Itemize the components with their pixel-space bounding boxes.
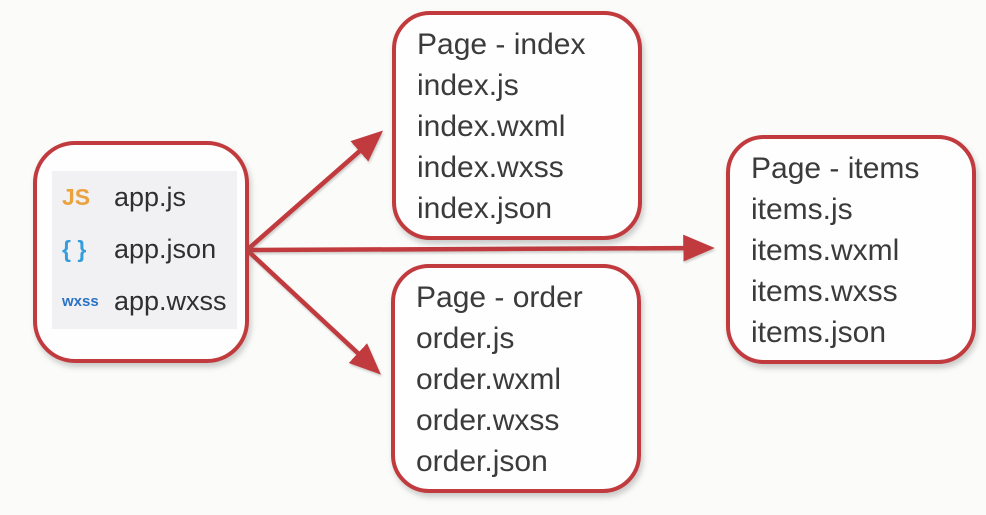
- file-name: app.js: [114, 181, 187, 212]
- page-title: Page - index: [417, 28, 586, 61]
- file-name: order.js: [416, 322, 515, 355]
- page-title: Page - order: [416, 281, 583, 314]
- page-box-index: Page - index index.js index.wxml index.w…: [392, 11, 642, 240]
- file-name: items.wxss: [751, 275, 898, 308]
- file-name: index.json: [417, 192, 553, 225]
- js-file-icon: JS: [62, 183, 91, 210]
- page-box-items: Page - items items.js items.wxml items.w…: [726, 135, 976, 364]
- file-name: app.wxss: [114, 285, 227, 316]
- file-name: items.js: [751, 193, 853, 226]
- file-row-app-js: JS app.js: [62, 171, 232, 223]
- page-box-order: Page - order order.js order.wxml order.w…: [391, 264, 641, 493]
- json-file-icon: { }: [62, 235, 87, 262]
- arrow-app-to-index: [245, 130, 384, 252]
- file-name: order.wxss: [416, 404, 560, 437]
- file-row-app-wxss: wxss app.wxss: [62, 275, 232, 327]
- app-files-box: JS app.js { } app.json wxss app.wxss: [33, 141, 249, 363]
- file-name: items.json: [751, 316, 887, 349]
- file-list-panel: JS app.js { } app.json wxss app.wxss: [52, 171, 237, 329]
- file-name: items.wxml: [751, 234, 900, 267]
- arrow-app-to-order: [245, 248, 381, 375]
- file-name: index.wxss: [417, 151, 564, 184]
- file-row-app-json: { } app.json: [62, 223, 232, 275]
- arrow-app-to-items: [246, 234, 715, 262]
- file-name: order.json: [416, 445, 548, 478]
- file-name: order.wxml: [416, 363, 562, 396]
- file-name: index.wxml: [417, 110, 566, 143]
- wxss-file-icon: wxss: [62, 292, 99, 310]
- page-title: Page - items: [751, 152, 920, 185]
- file-name: index.js: [417, 69, 519, 102]
- file-name: app.json: [114, 233, 217, 264]
